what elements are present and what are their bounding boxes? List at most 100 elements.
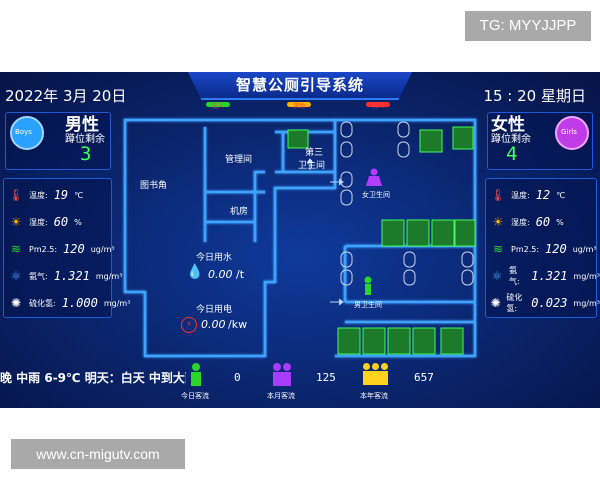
- male-env-panel: [3, 178, 112, 318]
- env-value: 120: [63, 242, 85, 256]
- humidity-icon: ☀: [10, 215, 22, 229]
- male-remaining-count: 3: [80, 143, 92, 165]
- env-unit: %: [556, 217, 564, 227]
- stall-icon: [287, 129, 309, 149]
- room-third-wc-label-2: 卫生间: [298, 161, 326, 171]
- stall-icon: [412, 327, 436, 355]
- male-wc-label: 男卫生间: [354, 301, 382, 309]
- env-unit: mg/m³: [573, 298, 600, 308]
- env-unit: ℃: [74, 190, 84, 200]
- power-usage-label: 今日用电: [196, 305, 233, 315]
- stall-icon: [381, 219, 405, 247]
- sink-icon: [340, 121, 353, 138]
- stall-icon: [406, 219, 430, 247]
- env-value: 19: [53, 188, 69, 202]
- stall-icon: [452, 126, 474, 150]
- env-value: 60: [53, 215, 69, 229]
- power-usage-unit: /kw: [228, 318, 248, 331]
- sink-icon: [461, 269, 474, 286]
- floorplan: [123, 118, 477, 358]
- env-label: 氨气:: [29, 271, 48, 281]
- status-occupied-indicator: [366, 102, 390, 107]
- water-usage-label: 今日用水: [196, 253, 233, 263]
- male-title: 男性: [65, 115, 99, 135]
- humidity-icon: ☀: [492, 215, 504, 229]
- stall-icon: [440, 327, 464, 355]
- sink-icon: [340, 141, 353, 158]
- env-label: 硫化氢:: [29, 298, 56, 308]
- env-label: 湿度:: [29, 217, 48, 227]
- status-occupied-label: 有人: [372, 103, 385, 110]
- sink-icon: [340, 171, 353, 188]
- girl-badge: Girls: [561, 128, 577, 136]
- monthly-flow-icon: [273, 363, 293, 387]
- arrow-up-icon: [306, 158, 314, 170]
- pm25-icon: ≋: [10, 242, 22, 256]
- env-unit: mg/m³: [573, 271, 600, 281]
- water-usage-unit: /t: [236, 268, 245, 281]
- env-label: 温度:: [29, 190, 48, 200]
- page-title: 智慧公厕引导系统: [235, 76, 364, 94]
- daily-flow-icon: [191, 363, 201, 387]
- sink-icon: [340, 269, 353, 286]
- sink-icon: [461, 251, 474, 268]
- water-usage-value: 0.00: [208, 268, 233, 281]
- env-unit: ug/m³: [572, 244, 597, 254]
- thermometer-icon: 🌡: [8, 188, 24, 202]
- status-help-label: 求助: [293, 103, 306, 110]
- status-help-indicator: [287, 102, 311, 107]
- wall-machine: [203, 190, 265, 242]
- sink-icon: [397, 121, 410, 138]
- env-row-female: ≋ Pm2.5: 120 ug/m³: [490, 236, 597, 262]
- weather-ticker: 晚 中雨 6-9℃ 明天：白天 中到大雨: [0, 371, 186, 385]
- yearly-flow-icon: [363, 363, 389, 387]
- sink-icon: [397, 141, 410, 158]
- wall-female-male-divider: [343, 244, 475, 304]
- stall-icon: [419, 129, 443, 153]
- power-icon: ⚡: [181, 317, 197, 333]
- env-row-female: 🌡温度:12℃: [490, 182, 565, 208]
- female-env-panel: [485, 178, 597, 318]
- env-row-male: 🌡 温度: 19 ℃: [8, 182, 83, 208]
- env-label: 温度:: [511, 190, 530, 200]
- env-value: 120: [545, 242, 567, 256]
- female-title: 女性: [491, 115, 525, 135]
- room-third-wc-label: 第三: [305, 148, 324, 158]
- boy-avatar-icon: [10, 116, 44, 150]
- stall-icon: [362, 327, 386, 355]
- env-unit: ℃: [556, 190, 566, 200]
- env-label: Pm2.5:: [29, 244, 58, 254]
- env-label: 硫化氢:: [506, 293, 523, 313]
- thermometer-icon: 🌡: [490, 188, 506, 202]
- sink-icon: [340, 251, 353, 268]
- male-person-icon: [364, 276, 372, 295]
- env-unit: ug/m³: [90, 244, 115, 254]
- stall-icon: [454, 219, 476, 247]
- env-value: 1.321: [53, 269, 90, 283]
- sink-icon: [403, 269, 416, 286]
- env-value: 60: [535, 215, 551, 229]
- watermark-top: TG: MYYJJPP: [465, 11, 591, 41]
- female-subtitle: 蹲位剩余: [491, 134, 531, 145]
- env-row-female: ☀湿度:60%: [490, 209, 564, 235]
- arrow-right-icon: [330, 178, 344, 186]
- env-unit: mg/m³: [103, 298, 131, 308]
- env-label: Pm2.5:: [511, 244, 540, 254]
- monthly-flow-value: 125: [316, 371, 336, 384]
- stall-icon: [431, 219, 455, 247]
- env-value: 1.000: [61, 296, 98, 310]
- env-row-male: ☀湿度:60%: [8, 209, 82, 235]
- stall-icon: [387, 327, 411, 355]
- daily-flow-label: 今日客流: [181, 392, 209, 400]
- boy-badge: Boys: [15, 128, 32, 136]
- pm25-icon: ≋: [492, 242, 504, 256]
- wall-outer-left: [123, 118, 337, 358]
- env-row-male: ✺ 硫化氢: 1.000 mg/m³: [8, 290, 130, 316]
- female-remaining-count: 4: [506, 143, 518, 165]
- env-row-male: ≋ Pm2.5: 120 ug/m³: [8, 236, 115, 262]
- ammonia-icon: ⚛: [491, 269, 503, 283]
- h2s-icon: ✺: [10, 296, 22, 310]
- female-person-icon: [366, 168, 382, 186]
